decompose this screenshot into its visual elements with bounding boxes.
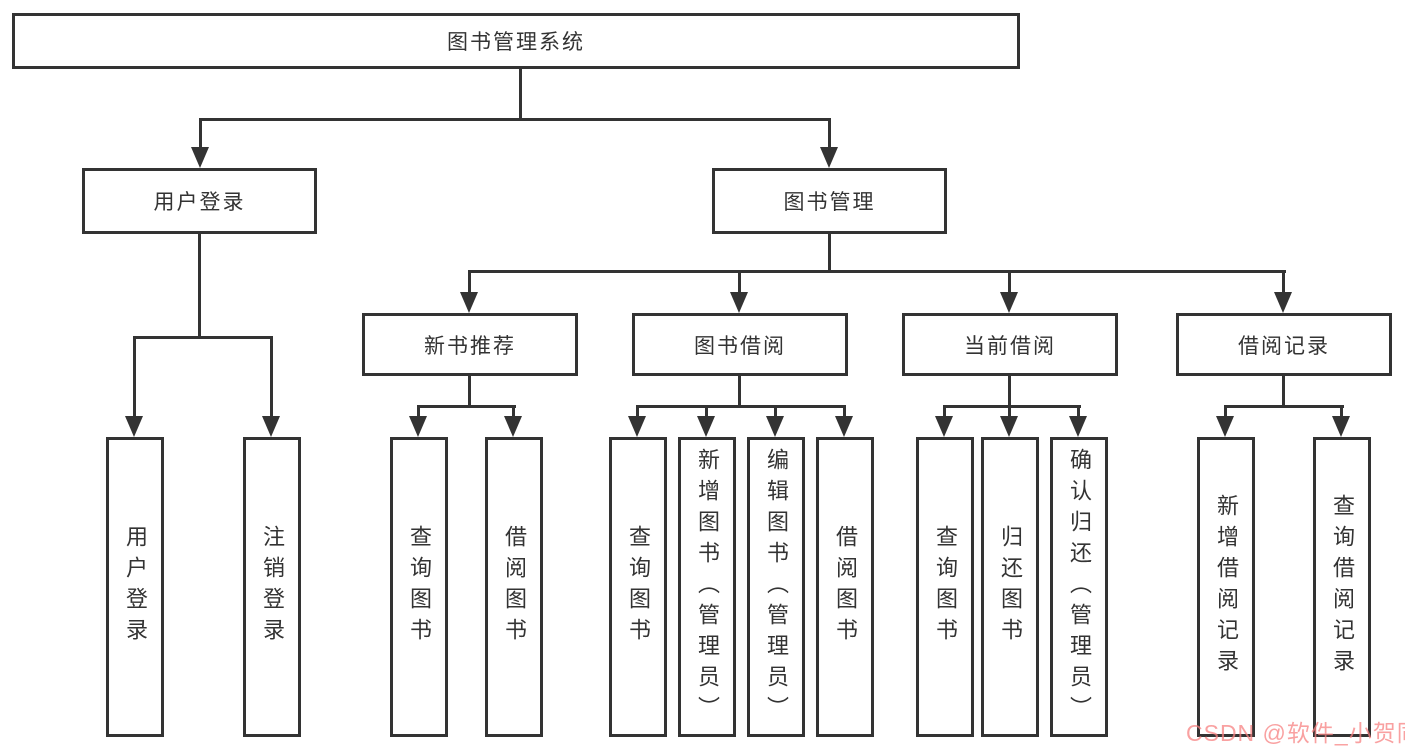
node-label: 借阅图书 bbox=[502, 525, 527, 649]
connector-line bbox=[636, 405, 846, 408]
node-label: 新增借阅记录 bbox=[1214, 494, 1239, 680]
leaf-edit-book-admin: 编辑图书（管理员） bbox=[747, 437, 805, 737]
node-label: 编辑图书（管理员） bbox=[764, 447, 789, 727]
arrowhead-icon bbox=[409, 405, 427, 437]
node-label: 查询借阅记录 bbox=[1330, 494, 1355, 680]
leaf-borrow-books: 借阅图书 bbox=[816, 437, 874, 737]
connector-line bbox=[468, 376, 471, 405]
arrowhead-icon bbox=[1332, 405, 1350, 437]
arrowhead-icon bbox=[1069, 405, 1087, 437]
arrowhead-icon bbox=[628, 405, 646, 437]
connector-line bbox=[417, 405, 516, 408]
arrowhead-icon bbox=[697, 405, 715, 437]
csdn-watermark: CSDN @软件_小贺同学 bbox=[1186, 720, 1405, 746]
connector-line bbox=[1008, 376, 1011, 405]
node-book-management: 图书管理 bbox=[712, 168, 947, 234]
connector-line bbox=[1224, 405, 1344, 408]
node-label: 查询图书 bbox=[407, 525, 432, 649]
leaf-add-borrow-record: 新增借阅记录 bbox=[1197, 437, 1255, 737]
connector-line bbox=[198, 233, 201, 336]
leaf-confirm-return-admin: 确认归还（管理员） bbox=[1050, 437, 1108, 737]
node-label: 借阅图书 bbox=[833, 525, 858, 649]
arrowhead-icon bbox=[1000, 405, 1018, 437]
node-root: 图书管理系统 bbox=[12, 13, 1020, 69]
arrowhead-icon bbox=[191, 118, 209, 168]
arrowhead-icon bbox=[262, 336, 280, 437]
arrowhead-icon bbox=[820, 118, 838, 168]
arrowhead-icon bbox=[766, 405, 784, 437]
node-user-login: 用户登录 bbox=[82, 168, 317, 234]
node-label: 归还图书 bbox=[998, 525, 1023, 649]
connector-line bbox=[468, 270, 1286, 273]
node-borrow-record: 借阅记录 bbox=[1176, 313, 1392, 376]
node-label: 新增图书（管理员） bbox=[695, 447, 720, 727]
connector-line bbox=[1282, 376, 1285, 405]
arrowhead-icon bbox=[504, 405, 522, 437]
node-label: 注销登录 bbox=[260, 525, 285, 649]
node-label: 查询图书 bbox=[626, 525, 651, 649]
node-label: 图书管理系统 bbox=[447, 31, 585, 54]
arrowhead-icon bbox=[1000, 270, 1018, 313]
node-label: 用户登录 bbox=[123, 525, 148, 649]
leaf-query-borrow-record: 查询借阅记录 bbox=[1313, 437, 1371, 737]
connector-line bbox=[199, 118, 831, 121]
connector-line bbox=[828, 234, 831, 270]
leaf-borrow-books-recommend: 借阅图书 bbox=[485, 437, 543, 737]
connector-line bbox=[943, 405, 1081, 408]
connector-line bbox=[738, 376, 741, 405]
connector-line bbox=[133, 336, 273, 339]
leaf-query-books-borrow: 查询图书 bbox=[609, 437, 667, 737]
leaf-query-books-current: 查询图书 bbox=[916, 437, 974, 737]
node-label: 用户登录 bbox=[153, 191, 246, 214]
node-label: 图书借阅 bbox=[694, 334, 786, 358]
node-label: 借阅记录 bbox=[1238, 334, 1330, 358]
leaf-return-book: 归还图书 bbox=[981, 437, 1039, 737]
arrowhead-icon bbox=[835, 405, 853, 437]
arrowhead-icon bbox=[1216, 405, 1234, 437]
node-label: 当前借阅 bbox=[964, 334, 1056, 358]
arrowhead-icon bbox=[460, 270, 478, 313]
leaf-user-login: 用户登录 bbox=[106, 437, 164, 737]
arrowhead-icon bbox=[730, 270, 748, 313]
leaf-add-book-admin: 新增图书（管理员） bbox=[678, 437, 736, 737]
leaf-logout: 注销登录 bbox=[243, 437, 301, 737]
arrowhead-icon bbox=[935, 405, 953, 437]
node-label: 图书管理 bbox=[783, 191, 876, 214]
connector-line bbox=[519, 69, 522, 118]
node-current-borrow: 当前借阅 bbox=[902, 313, 1118, 376]
node-label: 新书推荐 bbox=[424, 334, 516, 358]
arrowhead-icon bbox=[125, 336, 143, 437]
arrowhead-icon bbox=[1274, 270, 1292, 313]
leaf-query-books-recommend: 查询图书 bbox=[390, 437, 448, 737]
node-label: 确认归还（管理员） bbox=[1067, 447, 1092, 727]
node-book-borrow: 图书借阅 bbox=[632, 313, 848, 376]
node-new-book-recommend: 新书推荐 bbox=[362, 313, 578, 376]
node-label: 查询图书 bbox=[933, 525, 958, 649]
